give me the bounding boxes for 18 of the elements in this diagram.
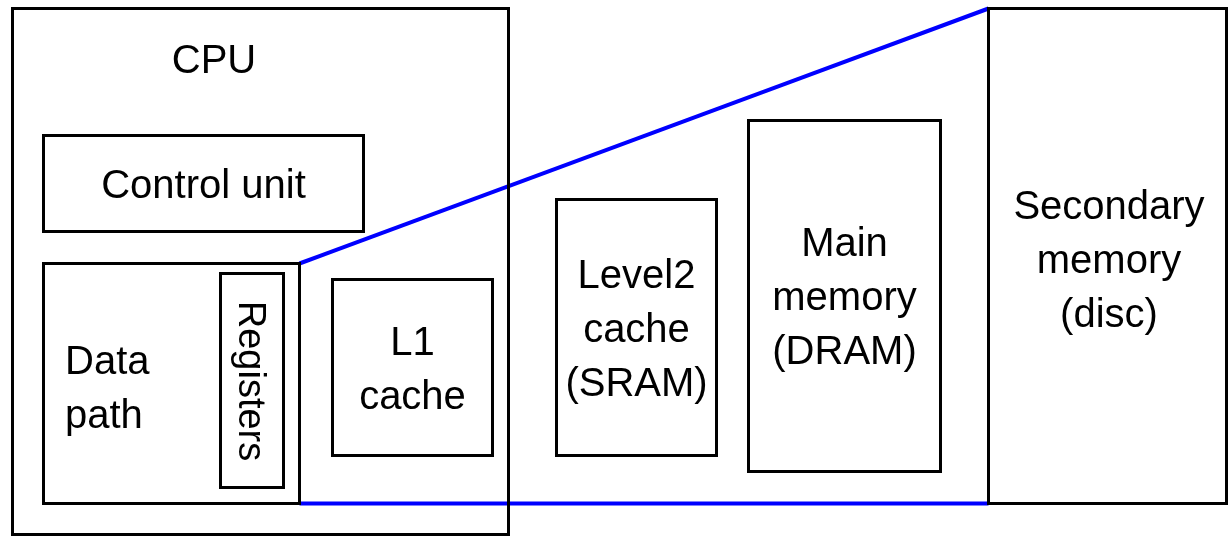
node-label: Level2 cache (SRAM) [564,250,709,406]
process-box [987,7,1228,505]
node-label: Main memory (DRAM) [771,219,918,374]
process-box [747,119,942,473]
node-label: CPU [170,36,258,83]
cpu-box [11,7,510,536]
node-label: Control unit [100,160,307,208]
node-label: Data path [65,337,151,438]
process-box [42,134,365,233]
node-label: L1 cache [358,317,467,419]
register-box [219,272,285,489]
node-label: Secondary memory (disc) [1012,182,1206,337]
node-label: Registers [233,300,271,461]
connector-line [299,501,989,506]
connector-line [298,6,990,266]
process-box [555,198,718,457]
process-box [331,278,494,457]
process-box [42,262,301,505]
